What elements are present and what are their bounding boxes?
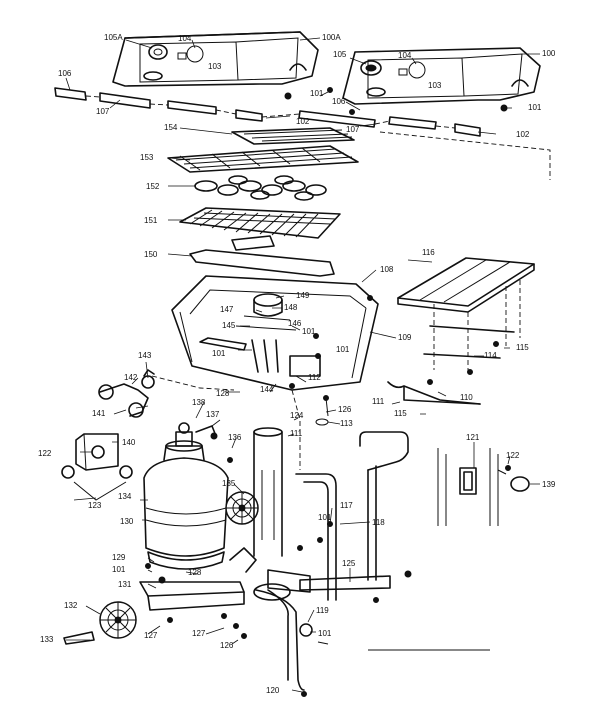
label-111-right: 111 xyxy=(372,397,385,406)
label-151: 151 xyxy=(144,216,158,225)
label-149: 149 xyxy=(296,291,310,300)
label-154: 154 xyxy=(164,123,178,132)
label-105a: 105A xyxy=(104,33,123,42)
label-136: 136 xyxy=(228,433,242,442)
label-119: 119 xyxy=(316,606,329,615)
label-152: 152 xyxy=(146,182,160,191)
label-116: 116 xyxy=(422,248,435,257)
label-112: 112 xyxy=(308,373,321,382)
part-labels: 105A 104 103 100A 105 104 103 100 106 10… xyxy=(38,33,556,695)
label-122-left: 122 xyxy=(38,449,52,458)
label-147: 147 xyxy=(220,305,234,314)
label-113: 113 xyxy=(340,419,353,428)
tank-shield-140 xyxy=(61,433,133,501)
label-101-base: 101 xyxy=(112,565,126,574)
label-146: 146 xyxy=(288,319,302,328)
label-103-left: 103 xyxy=(208,62,222,71)
label-130: 130 xyxy=(120,517,134,526)
label-153: 153 xyxy=(140,153,154,162)
label-107-left: 107 xyxy=(96,107,110,116)
label-131: 131 xyxy=(118,580,132,589)
label-150: 150 xyxy=(144,250,158,259)
label-120: 120 xyxy=(266,686,280,695)
label-121: 121 xyxy=(466,433,480,442)
label-123: 123 xyxy=(88,501,102,510)
label-101-bottom: 101 xyxy=(318,629,332,638)
label-135: 135 xyxy=(222,479,236,488)
label-133: 133 xyxy=(40,635,54,644)
base-legs xyxy=(139,547,313,697)
lid-100 xyxy=(342,47,541,105)
label-101-firebox-right: 101 xyxy=(336,345,350,354)
label-102-mid: 102 xyxy=(296,117,310,126)
label-132: 132 xyxy=(64,601,78,610)
label-118: 118 xyxy=(372,518,385,527)
label-111-mid: 111 xyxy=(290,429,303,438)
label-143: 143 xyxy=(138,351,152,360)
label-101-firebox: 101 xyxy=(302,327,316,336)
label-148: 148 xyxy=(284,303,298,312)
support-column xyxy=(253,389,301,557)
wheel-135 xyxy=(225,491,259,525)
label-117: 117 xyxy=(340,501,353,510)
label-108: 108 xyxy=(380,265,394,274)
leader-lines xyxy=(65,37,540,693)
label-107-right: 107 xyxy=(346,125,360,134)
label-138: 138 xyxy=(192,398,206,407)
label-126-right: 126 xyxy=(338,405,352,414)
label-100: 100 xyxy=(542,49,556,58)
label-102-right: 102 xyxy=(516,130,530,139)
label-106-right: 106 xyxy=(332,97,346,106)
label-101-right: 101 xyxy=(528,103,542,112)
wheel-132 xyxy=(63,601,137,645)
label-114: 114 xyxy=(484,351,497,360)
label-115-top: 115 xyxy=(516,343,529,352)
label-134: 134 xyxy=(118,492,132,501)
label-127-left: 127 xyxy=(144,631,158,640)
label-106-left: 106 xyxy=(58,69,72,78)
firebox-109 xyxy=(171,275,379,391)
label-101-frame: 101 xyxy=(318,513,332,522)
detail-inset xyxy=(317,448,530,651)
fasteners xyxy=(145,87,499,639)
label-141: 141 xyxy=(92,409,106,418)
label-127-right: 127 xyxy=(192,629,206,638)
label-126-bottom: 126 xyxy=(220,641,234,650)
label-145: 145 xyxy=(222,321,236,330)
heat-shield-150 xyxy=(189,235,335,277)
label-128-top: 128 xyxy=(216,389,230,398)
lp-tank-134 xyxy=(143,422,229,570)
label-128-base: 128 xyxy=(188,568,202,577)
label-104-right: 104 xyxy=(398,51,412,60)
label-144: 144 xyxy=(260,385,274,394)
label-125: 125 xyxy=(342,559,356,568)
frame xyxy=(267,431,412,603)
label-142: 142 xyxy=(124,373,138,382)
label-137: 137 xyxy=(206,410,220,419)
label-101-top: 101 xyxy=(310,89,324,98)
label-139: 139 xyxy=(542,480,556,489)
label-129: 129 xyxy=(112,553,126,562)
side-shelf-116 xyxy=(387,257,535,405)
label-103-right: 103 xyxy=(428,81,442,90)
label-110: 110 xyxy=(460,393,473,402)
label-104-left: 104 xyxy=(178,34,192,43)
handles xyxy=(54,87,551,180)
lid-100a xyxy=(112,31,319,87)
label-101-firebox-left: 101 xyxy=(212,349,226,358)
label-122-right: 122 xyxy=(506,451,520,460)
valve-assembly xyxy=(98,369,235,418)
label-100a: 100A xyxy=(322,33,341,42)
label-109: 109 xyxy=(398,333,412,342)
cooking-grid-153 xyxy=(167,145,359,173)
label-124: 124 xyxy=(290,411,304,420)
label-105-right: 105 xyxy=(333,50,347,59)
label-140: 140 xyxy=(122,438,136,447)
label-115-mid: 115 xyxy=(394,409,407,418)
warming-rack-154 xyxy=(231,127,355,145)
briquettes-152 xyxy=(194,175,327,201)
briquette-grate-151 xyxy=(179,207,341,239)
